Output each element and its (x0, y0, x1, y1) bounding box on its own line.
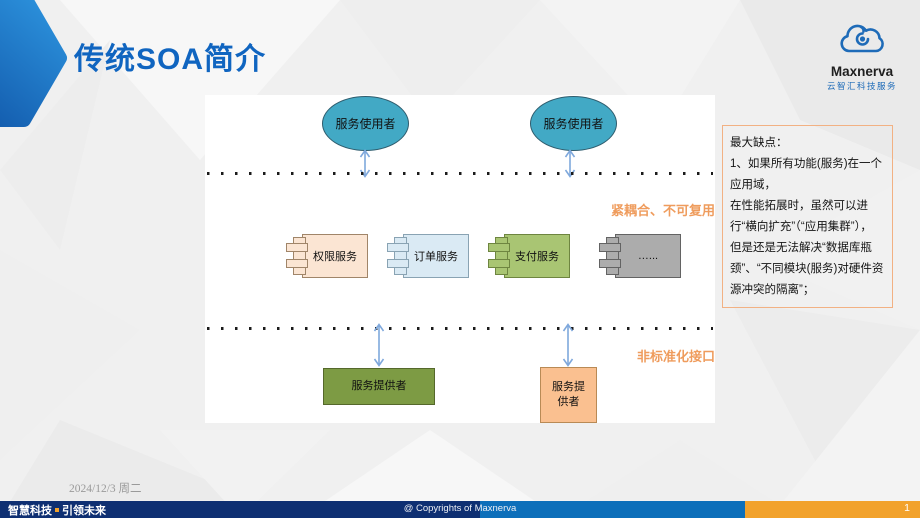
note-line: 最大缺点： (730, 137, 788, 149)
provider-box: 服务提供者 (323, 368, 435, 405)
component-box: …... (599, 234, 681, 278)
maxnerva-cloud-icon (840, 24, 884, 53)
dotted-boundary-line (207, 172, 713, 175)
component-label: 订单服务 (403, 234, 469, 278)
component-tab (286, 243, 308, 252)
footer-segment-blue (480, 501, 745, 518)
note-box: 最大缺点： 1、如果所有功能(服务)在一个应用域， 在性能拓展时，虽然可以进行“… (722, 125, 893, 308)
footer-copyright: @ Copyrights of Maxnerva (403, 503, 517, 514)
component-box: 支付服务 (488, 234, 570, 278)
component-box: 订单服务 (387, 234, 469, 278)
component-tab (599, 243, 621, 252)
note-line: 1、如果所有功能(服务)在一个应用域， (730, 158, 883, 191)
component-label: …... (615, 234, 681, 278)
note-line: 但是还是无法解决“数据库瓶颈”、“不同模块(服务)对硬件资源冲突的隔离”； (730, 242, 884, 296)
interface-label: 非标准化接口 (636, 349, 715, 364)
component-tab (387, 243, 409, 252)
component-tab (286, 259, 308, 268)
component-box: 权限服务 (286, 234, 368, 278)
slide-date: 2024/12/3 周二 (69, 483, 142, 495)
component-label: 权限服务 (302, 234, 368, 278)
footer-bullet-icon (55, 508, 59, 512)
footer-segment-navy (0, 501, 480, 518)
double-arrow-icon (562, 323, 574, 367)
footer-brand-right: 引领未来 (62, 505, 106, 517)
dotted-boundary-line (207, 327, 713, 330)
footer-brand: 智慧科技 引领未来 (8, 502, 106, 518)
slide-title: 传统SOA简介 (74, 43, 267, 76)
consumer-ellipse: 服务使用者 (322, 96, 409, 151)
page-number: 1 (904, 502, 910, 514)
component-tab (599, 259, 621, 268)
hexagon-accent (0, 0, 67, 127)
maxnerva-logo: Maxnerva 云智汇科技服务 (812, 20, 912, 92)
logo-subtitle: 云智汇科技服务 (826, 81, 897, 91)
footer-bar (0, 500, 920, 518)
double-arrow-icon (373, 323, 385, 367)
coupling-label: 紧耦合、不可复用 (610, 203, 715, 218)
consumer-ellipse: 服务使用者 (530, 96, 617, 151)
footer-brand-left: 智慧科技 (8, 505, 52, 517)
footer-segment-orange (745, 501, 920, 518)
logo-brand: Maxnerva (830, 64, 894, 79)
provider-box: 服务提供者 (540, 367, 597, 423)
component-tab (387, 259, 409, 268)
component-tab (488, 243, 510, 252)
component-label: 支付服务 (504, 234, 570, 278)
note-line: 在性能拓展时，虽然可以进行“横向扩充”（“应用集群”）， (730, 200, 872, 233)
component-tab (488, 259, 510, 268)
